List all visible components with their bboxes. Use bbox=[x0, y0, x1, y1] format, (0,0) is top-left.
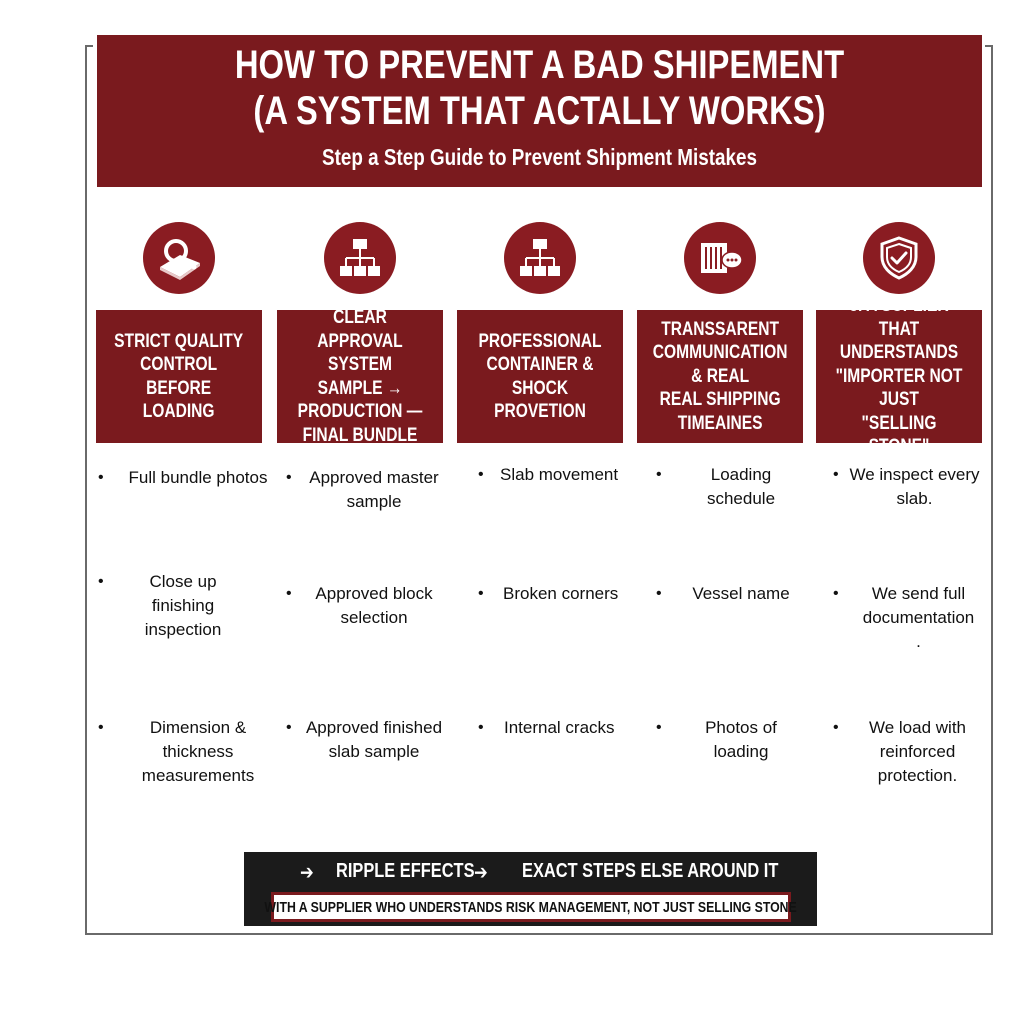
list-item: • Photos of loading bbox=[656, 718, 777, 761]
arrow-right-icon: ➔ bbox=[300, 862, 314, 884]
list-item: • We send full documentation . bbox=[833, 584, 975, 651]
list-item: • Internal cracks bbox=[478, 718, 615, 737]
column-title-communication: TRANSSARENT COMMUNICATION & REAL REAL SH… bbox=[637, 310, 803, 443]
shield-check-icon bbox=[863, 222, 935, 294]
frame-corner-left bbox=[85, 45, 93, 47]
column-title-approval-system: CLEAR APPROVAL SYSTEM SAMPLE → PRODUCTIO… bbox=[277, 307, 443, 446]
footer-banner: ➔ RIPPLE EFFECTS ➔ EXACT STEPS ELSE AROU… bbox=[244, 852, 817, 926]
footer-tagline-box: WITH A SUPPLIER WHO UNDERSTANDS RISK MAN… bbox=[265, 892, 797, 922]
footer-top-row: ➔ RIPPLE EFFECTS ➔ EXACT STEPS ELSE AROU… bbox=[244, 856, 817, 890]
arrow-right-icon: ➔ bbox=[474, 862, 488, 884]
column-title-supplier: 5. A SUPLIER THAT UNDERSTANDS "IMPORTER … bbox=[816, 295, 982, 457]
column-title-container-protection: PROFESSIONAL CONTAINER & SHOCK PROVETION bbox=[457, 310, 623, 443]
list-item: • Close up finishing inspection bbox=[98, 572, 222, 639]
column-container-protection: PROFESSIONAL CONTAINER & SHOCK PROVETION bbox=[457, 222, 623, 443]
list-item: • Dimension & thickness measurements bbox=[98, 718, 255, 785]
list-item: • Approved master sample bbox=[286, 468, 439, 511]
list-item: • Slab movement bbox=[478, 465, 619, 484]
flowchart-icon bbox=[504, 222, 576, 294]
footer-tagline: WITH A SUPPLIER WHO UNDERSTANDS RISK MAN… bbox=[264, 898, 798, 916]
list-item: • Approved finished slab sample bbox=[286, 718, 443, 761]
list-item: • Approved block selection bbox=[286, 584, 433, 627]
header-banner: HOW TO PREVENT A BAD SHIPEMENT (A SYSTEM… bbox=[97, 35, 982, 187]
flowchart-icon bbox=[324, 222, 396, 294]
page-frame bbox=[85, 45, 993, 935]
page-title-line2: (A SYSTEM THAT ACTALLY WORKS) bbox=[253, 89, 826, 133]
column-quality-control: STRICT QUALITY CONTROL BEFORE LOADING bbox=[96, 222, 262, 443]
footer-label-steps: EXACT STEPS ELSE AROUND IT bbox=[522, 860, 779, 882]
column-title-quality-control: STRICT QUALITY CONTROL BEFORE LOADING bbox=[96, 310, 262, 443]
column-communication: TRANSSARENT COMMUNICATION & REAL REAL SH… bbox=[637, 222, 803, 443]
page-title-line1: HOW TO PREVENT A BAD SHIPEMENT bbox=[234, 43, 845, 87]
list-item: • Loading schedule bbox=[656, 465, 776, 508]
list-item: • We inspect every slab. bbox=[833, 465, 980, 508]
container-chat-icon bbox=[684, 222, 756, 294]
list-item: • Vessel name bbox=[656, 584, 790, 603]
page-subtitle: Step a Step Guide to Prevent Shipment Mi… bbox=[322, 144, 757, 170]
frame-corner-right bbox=[985, 45, 993, 47]
footer-label-ripple: RIPPLE EFFECTS bbox=[336, 860, 475, 882]
list-item: • Broken corners bbox=[478, 584, 619, 603]
magnifier-inspection-icon bbox=[143, 222, 215, 294]
list-item: • Full bundle photos bbox=[98, 468, 268, 487]
column-supplier: 5. A SUPLIER THAT UNDERSTANDS "IMPORTER … bbox=[816, 222, 982, 457]
list-item: • We load with reinforced protection. bbox=[833, 718, 966, 785]
column-approval-system: CLEAR APPROVAL SYSTEM SAMPLE → PRODUCTIO… bbox=[277, 222, 443, 446]
